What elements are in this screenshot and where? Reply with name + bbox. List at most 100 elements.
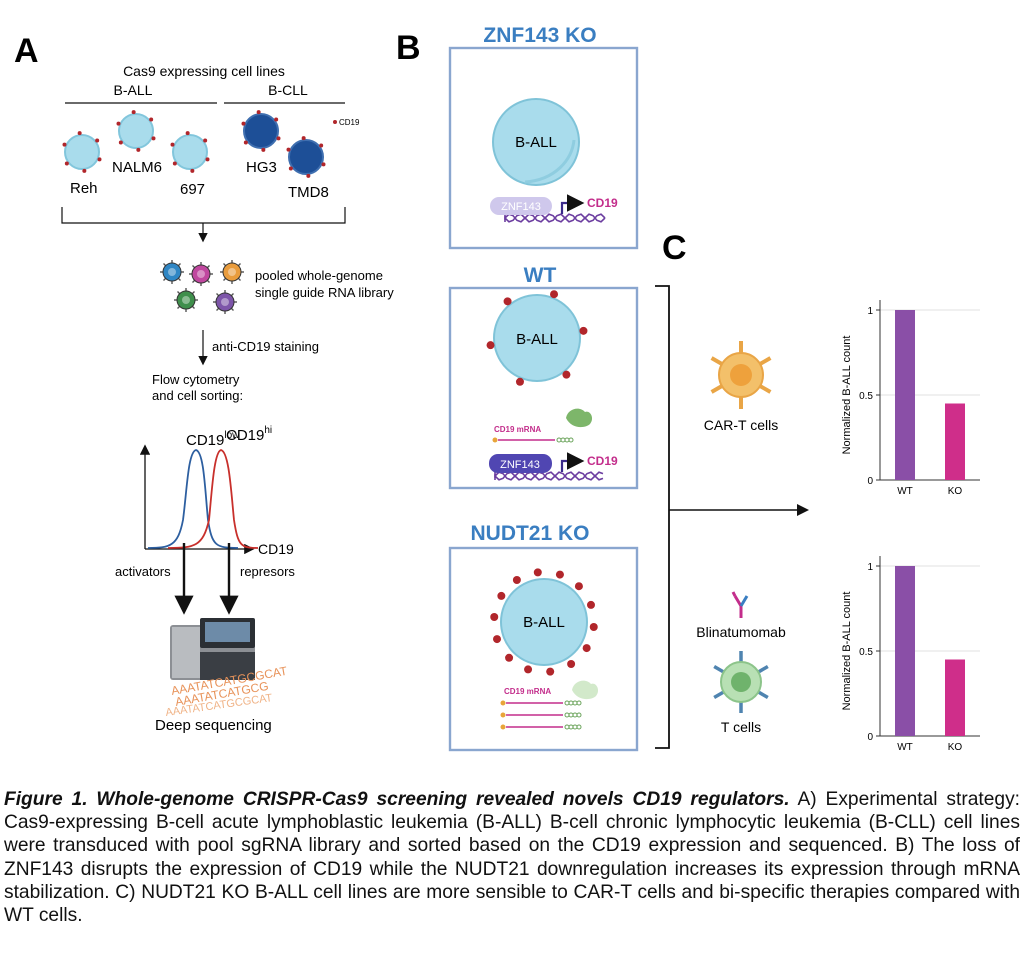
cell-shade: [524, 139, 576, 184]
cd19-dot: [95, 138, 100, 143]
car-t-cell-icon: [710, 341, 772, 409]
car-t-nucleus: [730, 364, 752, 386]
cd19-dot: [579, 326, 588, 335]
figure-panels: A Cas9 expressing cell lines B-ALL B-CLL…: [14, 24, 980, 753]
tcr-receptor: [757, 690, 769, 700]
x-tick-label: KO: [948, 486, 963, 497]
poly-a-tail: [568, 700, 574, 706]
t-cell-nucleus: [731, 672, 751, 692]
gene-label: ZNF143: [501, 201, 541, 213]
cd19-dot: [512, 575, 521, 584]
cd19-dot: [589, 622, 598, 631]
cd19-dot: [256, 110, 261, 115]
b-all-cell: [492, 98, 580, 186]
cd19-dot: [586, 600, 595, 609]
cd19-dot: [574, 582, 583, 591]
cd19-dot: [550, 290, 559, 299]
cell-line-cell: [172, 134, 208, 170]
poly-a-tail: [564, 724, 570, 730]
poly-a-tail: [564, 712, 570, 718]
cd19-dot: [243, 140, 248, 145]
virus-particle: [176, 290, 196, 310]
virus-particle: [162, 262, 182, 282]
cd19-dot: [205, 157, 210, 162]
bar-wt: [895, 566, 915, 736]
cd19-dot: [203, 138, 208, 143]
cd19-dot: [172, 161, 177, 166]
cd19-dot: [136, 147, 141, 152]
virus-particle: [191, 264, 211, 284]
virus-particle: [215, 292, 235, 312]
poly-a-tail: [576, 700, 582, 706]
cd19-dot: [97, 157, 102, 162]
y-tick-label: 0: [867, 732, 873, 743]
target-label: CD19: [587, 196, 618, 210]
panel-a-letter: A: [14, 32, 39, 70]
bar-wt: [895, 310, 915, 480]
dna-strand: [504, 213, 606, 223]
dna-strand: [504, 213, 606, 223]
y-tick-label: 1: [867, 306, 873, 317]
promoter-arrow: [560, 452, 585, 472]
mrna-strand-icon: [500, 700, 582, 730]
deep-sequencing-label: Deep sequencing: [155, 717, 272, 734]
cell-line-label: NALM6: [112, 159, 162, 176]
cd19-dot: [274, 117, 279, 122]
group-ball-label: B-ALL: [114, 82, 153, 98]
caption-title: Figure 1. Whole-genome CRISPR-Cas9 scree…: [4, 789, 790, 810]
y-axis-label: Normalized B-ALL count: [841, 592, 853, 711]
cd19-hi-label: CD19hi: [226, 425, 272, 444]
mrna-cap: [500, 712, 506, 718]
antibody-icon: [731, 591, 749, 618]
cd19-dot: [261, 147, 266, 152]
gene-label: ZNF143: [500, 459, 540, 471]
car-receptor: [710, 356, 723, 366]
virus-particle: [222, 262, 242, 282]
cd19-dot: [321, 162, 326, 167]
cd19-key-dot: [333, 120, 337, 124]
dna-helix-icon: [504, 213, 606, 223]
cd19-dot: [546, 667, 555, 676]
blinatumomab-label: Blinatumomab: [696, 624, 786, 640]
cd19-dot: [131, 110, 136, 115]
dna-strand: [494, 471, 604, 481]
cd19-dot: [276, 136, 281, 141]
y-tick-label: 0: [867, 476, 873, 487]
cd19-dot: [185, 131, 190, 136]
poly-a-tail: [576, 712, 582, 718]
t-cell-icon: [713, 651, 769, 713]
cd19-dot: [301, 136, 306, 141]
cd19-dot: [319, 143, 324, 148]
mrna-label: CD19 mRNA: [494, 425, 541, 434]
cell-line-cell: [118, 113, 154, 149]
activators-label: activators: [115, 564, 171, 579]
sequencer-icon: [170, 618, 255, 680]
cd19-dot: [515, 377, 524, 386]
car-receptor: [759, 384, 772, 394]
cd19-dot: [582, 644, 591, 653]
cd19-dot: [62, 142, 67, 147]
poly-a-tail: [560, 437, 566, 443]
panel-c-letter: C: [662, 229, 687, 267]
cd19-dot: [567, 660, 576, 669]
ribosome-icon: [566, 408, 593, 428]
cd19-dot: [493, 635, 502, 644]
staining-label: anti-CD19 staining: [212, 339, 319, 354]
cd19-dot: [241, 121, 246, 126]
cell-label: B-ALL: [516, 331, 558, 348]
cd19-dot: [555, 570, 564, 579]
cd19-receptor-dots: [486, 290, 588, 386]
car-receptor: [759, 356, 772, 366]
nudt21-ko-box: [448, 546, 639, 752]
poly-a-tail: [568, 712, 574, 718]
library-label: pooled whole-genome: [255, 268, 383, 283]
cell-line-label: TMD8: [288, 184, 329, 201]
poly-a-tail: [576, 724, 582, 730]
cd19-dot: [497, 591, 506, 600]
panel-c-bracket: [655, 285, 670, 749]
virus-core: [221, 298, 229, 306]
cd19-low-label: CD19low: [186, 430, 240, 449]
znf143-pill: [489, 454, 552, 473]
